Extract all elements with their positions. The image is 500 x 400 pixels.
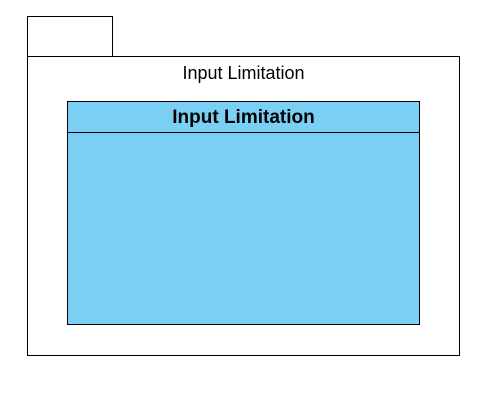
class-name: Input Limitation bbox=[68, 102, 419, 133]
package-title: Input Limitation bbox=[182, 63, 305, 83]
class-box: Input Limitation bbox=[67, 101, 420, 325]
package-tab bbox=[27, 16, 113, 56]
